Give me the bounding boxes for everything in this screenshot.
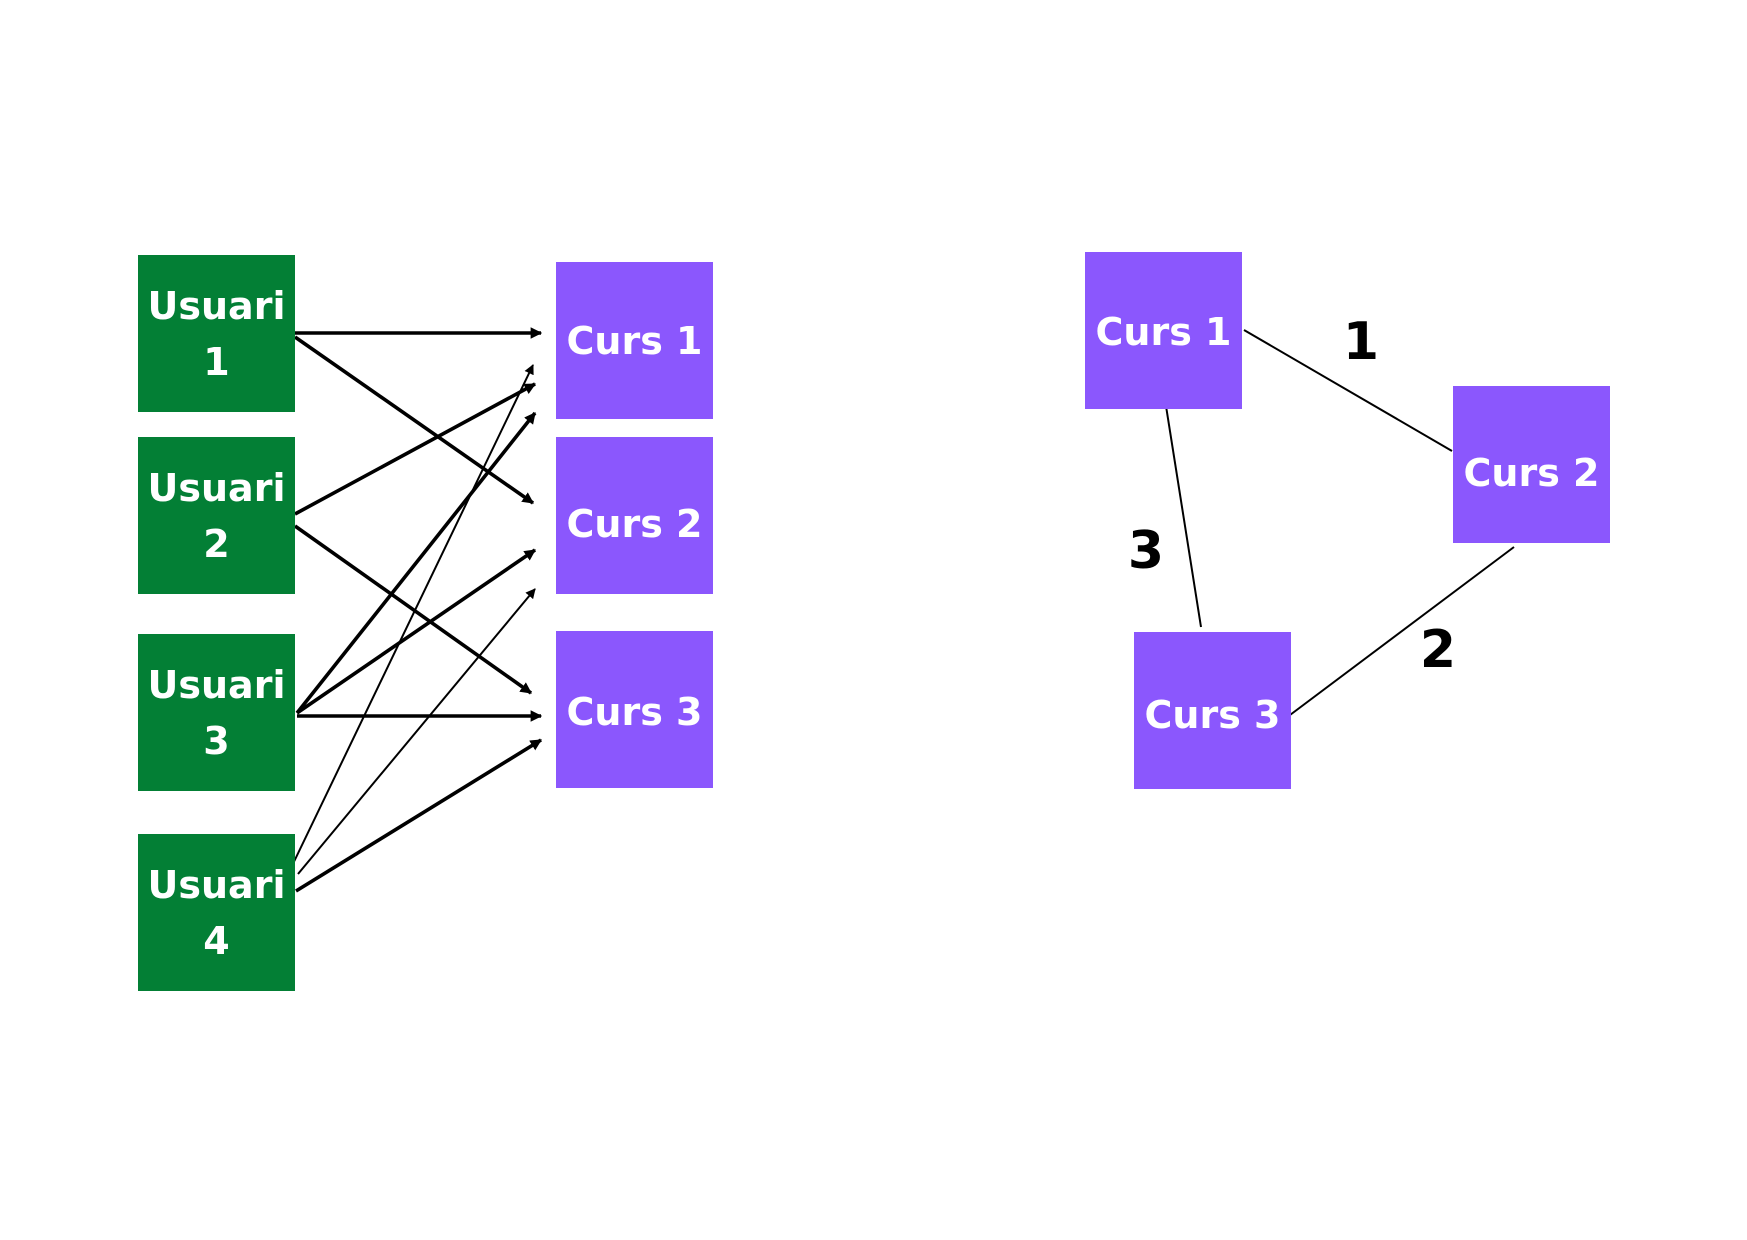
user-node-box: [138, 437, 295, 594]
user-node-label-line2: 3: [203, 719, 229, 763]
course-node-3: Curs 3: [556, 631, 713, 788]
user-node-label-line2: 4: [203, 919, 229, 963]
user-node-2: Usuari 2: [138, 437, 295, 594]
edge-user3-curs2: [295, 548, 537, 715]
course-node-2: Curs 2: [556, 437, 713, 594]
edge-weight-curs1-curs3: 3: [1128, 521, 1164, 581]
course-node-box: [1453, 386, 1610, 543]
course-node-box: [1085, 252, 1242, 409]
course-node-box: [556, 262, 713, 419]
course-node-box: [556, 631, 713, 788]
user-node-label-line1: Usuari: [148, 863, 286, 907]
user-node-1: Usuari 1: [138, 255, 295, 412]
user-node-4: Usuari 4: [138, 834, 295, 991]
edge-curs1-curs2: [1243, 329, 1453, 452]
course-node-box: [1134, 632, 1291, 789]
user-node-label-line1: Usuari: [148, 466, 286, 510]
user-node-label-line2: 1: [203, 340, 229, 384]
projection-course-node-1: Curs 1: [1085, 252, 1242, 409]
user-node-label-line2: 2: [203, 522, 229, 566]
course-node-1: Curs 1: [556, 262, 713, 419]
edge-user4-curs1: [289, 364, 534, 871]
course-node-box: [556, 437, 713, 594]
user-node-label-line1: Usuari: [148, 284, 286, 328]
edge-user3-curs1: [295, 411, 537, 715]
user-node-label-line1: Usuari: [148, 663, 286, 707]
edge-user2-curs3: [293, 524, 533, 695]
course-node-label: Curs 1: [1096, 310, 1232, 354]
course-node-label: Curs 3: [1145, 693, 1281, 737]
edge-weight-curs1-curs2: 1: [1343, 312, 1379, 372]
bipartite-edges: [289, 327, 543, 893]
edge-weight-curs2-curs3: 2: [1420, 620, 1456, 680]
user-node-box: [138, 834, 295, 991]
user-node-3: Usuari 3: [138, 634, 295, 791]
projection-course-node-2: Curs 2: [1453, 386, 1610, 543]
edge-user4-curs2: [297, 588, 536, 875]
edge-user2-curs1: [294, 382, 537, 516]
user-node-box: [138, 634, 295, 791]
course-node-label: Curs 2: [567, 502, 703, 546]
course-node-label: Curs 1: [567, 319, 703, 363]
edge-curs2-curs3: [1289, 546, 1515, 716]
edge-user4-curs3: [295, 738, 542, 893]
edge-user1-curs2: [293, 335, 535, 505]
course-node-label: Curs 3: [567, 690, 703, 734]
edge-curs1-curs3: [1165, 405, 1202, 628]
projection-course-node-3: Curs 3: [1134, 632, 1291, 789]
projection-graph: 1 2 3 Curs 1 Curs 2 Curs 3: [1085, 252, 1610, 789]
user-node-box: [138, 255, 295, 412]
projection-edges: [1165, 329, 1515, 716]
bipartite-graph: Usuari 1 Usuari 2 Usuari 3 Usuari 4 Curs…: [138, 255, 713, 991]
course-node-label: Curs 2: [1464, 451, 1600, 495]
